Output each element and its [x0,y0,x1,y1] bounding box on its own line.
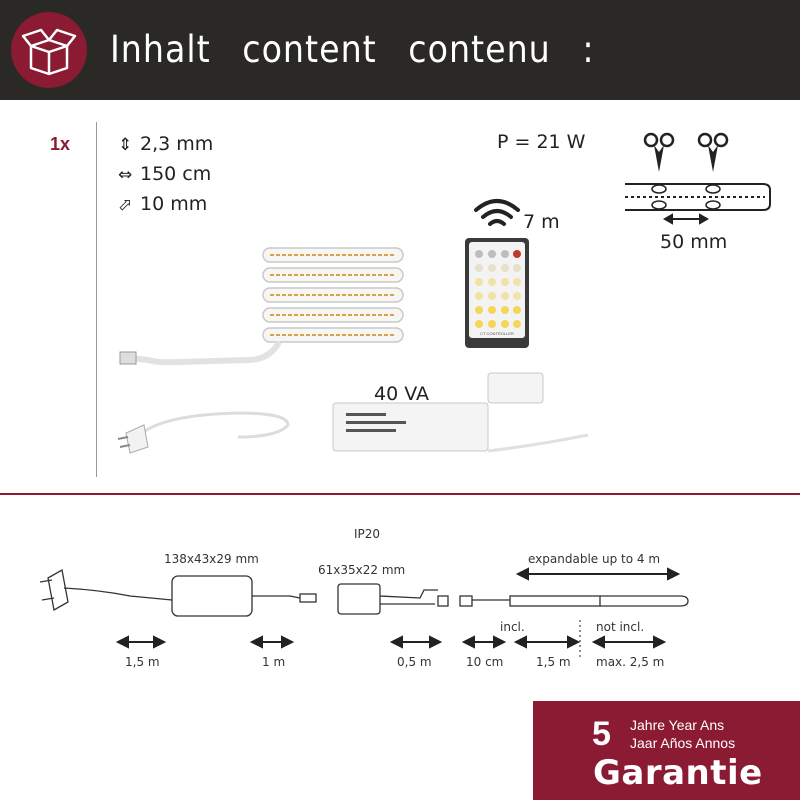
length-label: max. 2,5 m [596,655,665,669]
transformer-rating: 40 VA [374,383,429,405]
cut-diagram [625,132,771,225]
length-label: 10 cm [466,655,504,669]
power-supply-image [117,372,589,454]
page-title: Inhalt content contenu : [110,28,595,71]
expandable-label: expandable up to 4 m [528,552,661,566]
included-label: incl. [500,620,525,634]
spec-width: ⬀10 mm [118,193,208,215]
not-included-label: not incl. [596,620,645,634]
controller-size: 61x35x22 mm [318,563,406,577]
header-bar: Inhalt content contenu : [0,0,800,100]
scissors-icon [643,132,675,172]
remote-range: 7 m [523,211,560,233]
quantity-label: 1x [50,134,71,154]
cut-distance: 50 mm [660,231,728,253]
width-icon: ⬀ [118,195,133,215]
power-rating: P = 21 W [497,131,586,153]
length-label: 1,5 m [536,655,571,669]
scissors-icon [697,132,729,172]
spec-length: ⇔150 cm [118,163,212,185]
length-icon: ⇔ [118,165,133,185]
remote-label: CT CONTROLLER [480,331,514,336]
warranty-years: 5 [592,715,611,753]
led-strip-image [119,247,404,366]
length-label: 0,5 m [397,655,432,669]
length-label: 1 m [262,655,286,669]
warranty-line-2: Jaar Años Annos [630,735,736,751]
spec-height: ⇕2,3 mm [118,133,214,155]
remote-control-image: CT CONTROLLER [465,238,529,348]
warranty-line-1: Jahre Year Ans [630,717,725,733]
section-divider [0,493,800,495]
protection-class: IP20 [354,527,381,541]
height-icon: ⇕ [118,135,133,155]
wireless-icon [474,199,520,226]
divider-vertical [96,122,97,477]
transformer-size: 138x43x29 mm [164,552,259,566]
warranty-badge: 5 Jahre Year Ans Jaar Años Annos Garanti… [533,701,800,800]
length-label: 1,5 m [125,655,160,669]
warranty-word: Garantie [593,753,763,793]
open-box-icon [11,12,87,88]
installation-diagram [39,567,689,660]
